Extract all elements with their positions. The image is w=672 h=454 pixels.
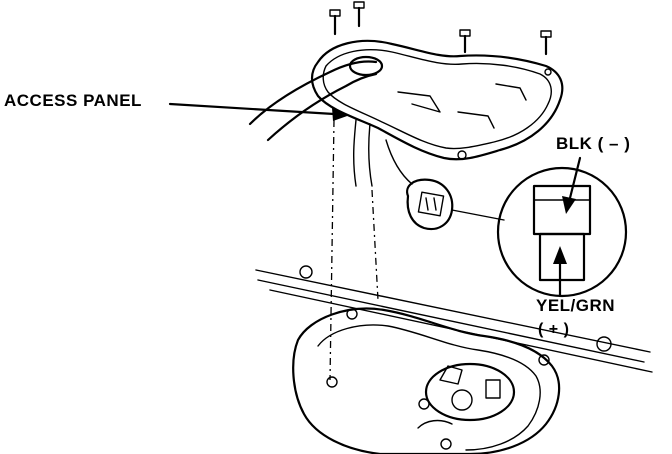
arrow-icon — [553, 246, 567, 298]
screw-icon — [540, 30, 552, 56]
screw-icon — [329, 9, 341, 36]
screw-icon — [459, 29, 471, 54]
floor-panel — [255, 265, 653, 373]
arrow-icon — [562, 156, 582, 214]
connector-detail-zoom — [496, 166, 628, 298]
positive-polarity-label: ( + ) — [538, 321, 570, 338]
screw-icon — [353, 1, 365, 28]
fuel-pump-unit — [417, 362, 516, 429]
connector-icon — [406, 178, 454, 231]
access-hole — [292, 307, 561, 454]
blk-wire-label: BLK ( – ) — [556, 134, 631, 153]
access-panel-label: ACCESS PANEL — [4, 91, 142, 110]
access-panel-cover — [248, 39, 564, 161]
yel-grn-wire-label: YEL/GRN — [536, 296, 616, 315]
arrow-icon — [168, 102, 350, 121]
